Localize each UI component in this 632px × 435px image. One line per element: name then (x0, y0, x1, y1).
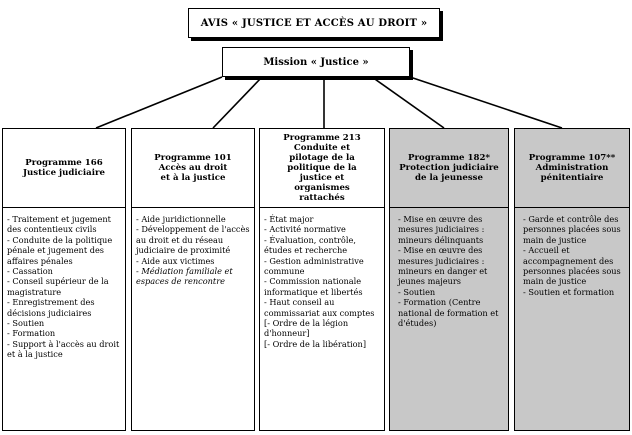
list-item: [- Ordre de la légion d'honneur] (264, 318, 349, 339)
programme-101-body: - Aide juridictionnelle- Développement d… (131, 207, 255, 431)
list-item: - Mise en œuvre des mesures judiciaires … (398, 214, 485, 245)
programme-166-body: - Traitement et jugement des contentieux… (2, 207, 126, 431)
programme-166-title: Programme 166 Justice judiciaire (22, 158, 106, 178)
programme-182-title: Programme 182* Protection judiciaire de … (399, 153, 499, 183)
programme-107-header: Programme 107** Administration pénitenti… (514, 128, 630, 208)
list-item: - Développement de l'accès au droit et d… (136, 224, 250, 256)
programme-107-title: Programme 107** Administration pénitenti… (528, 153, 616, 183)
list-item: - Haut conseil au commissariat aux compt… (264, 297, 375, 318)
list-item: - Aide juridictionnelle (136, 214, 226, 224)
programme-101-header: Programme 101 Accès au droit et à la jus… (131, 128, 255, 208)
programme-213-header: Programme 213 Conduite et pilotage de la… (259, 128, 385, 208)
list-item: [- Ordre de la libération] (264, 338, 367, 349)
list-item: - Cassation (7, 266, 53, 277)
programme-182-body: - Mise en œuvre des mesures judiciaires … (389, 207, 509, 431)
connector-to-programme-101 (212, 76, 263, 129)
list-item: - Soutien (7, 318, 45, 329)
list-item: - Mise en œuvre des mesures judiciaires … (398, 245, 488, 287)
list-item: - Garde et contrôle des personnes placée… (523, 214, 621, 245)
list-item: - Activité normative (264, 224, 346, 235)
list-item: - Enregistrement des décisions judiciair… (7, 297, 95, 318)
mission-box: Mission « Justice » (222, 47, 410, 77)
programme-107-body: - Garde et contrôle des personnes placée… (514, 207, 630, 431)
programme-166-header: Programme 166 Justice judiciaire (2, 128, 126, 208)
list-item: - Formation (7, 328, 56, 339)
list-item: - Conseil supérieur de la magistrature (7, 276, 109, 297)
list-item: - Support à l'accès au droit et à la jus… (7, 338, 120, 360)
list-item: - Soutien (398, 286, 436, 297)
list-item: - Évaluation, contrôle, études et recher… (264, 234, 356, 256)
programme-213-title: Programme 213 Conduite et pilotage de la… (283, 133, 361, 203)
connector-to-programme-182 (371, 76, 445, 129)
list-item: - Commission nationale informatique et l… (264, 276, 363, 297)
list-item: - État major (264, 214, 314, 224)
list-item: - Aide aux victimes (136, 255, 215, 266)
list-item: - Traitement et jugement des contentieux… (7, 214, 111, 235)
connector-to-programme-166 (95, 76, 223, 129)
list-item: - Soutien et formation (523, 286, 615, 297)
mission-label: Mission « Justice » (263, 56, 369, 68)
diagram-title: AVIS « JUSTICE ET ACCÈS AU DROIT » (200, 17, 428, 29)
list-item: - Médiation familiale et espaces de renc… (136, 266, 233, 287)
programme-213-body: - État major- Activité normative- Évalua… (259, 207, 385, 431)
programme-101-title: Programme 101 Accès au droit et à la jus… (154, 153, 232, 183)
list-item: - Accueil et accompagnement des personne… (523, 245, 621, 287)
list-item: - Gestion administrative commune (264, 255, 364, 277)
list-item: - Conduite de la politique pénale et jug… (7, 234, 113, 266)
connector-to-programme-107 (409, 76, 563, 129)
programme-182-header: Programme 182* Protection judiciaire de … (389, 128, 509, 208)
list-item: - Formation (Centre national de formatio… (398, 297, 499, 329)
diagram-title-box: AVIS « JUSTICE ET ACCÈS AU DROIT » (188, 8, 440, 38)
